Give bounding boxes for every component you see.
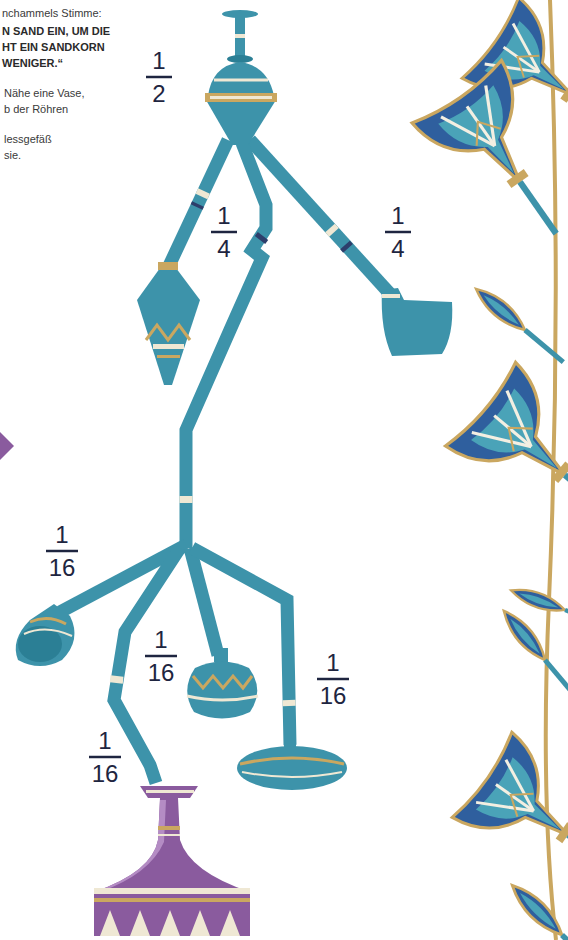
measuring-vessel: [158, 834, 180, 836]
tube-band: [116, 191, 348, 706]
fraction-numerator: 1: [391, 203, 404, 229]
measuring-vessel: [94, 800, 166, 892]
cut-leaf: [0, 432, 14, 460]
scoop-vessel: [382, 294, 400, 298]
round-vase: [187, 662, 257, 719]
fraction-denominator: 16: [49, 555, 76, 581]
fraction-bar: [145, 655, 177, 658]
lotus-decoration: [445, 362, 568, 557]
flat-vase: [237, 738, 347, 790]
measuring-vessel: [100, 910, 240, 936]
scoop-vessel: [382, 288, 453, 356]
fraction-numerator: 1: [98, 728, 111, 754]
lotus-decoration: [412, 60, 568, 265]
measuring-vessel: [94, 898, 250, 902]
fraction-numerator: 1: [326, 650, 339, 676]
fraction-bar: [317, 678, 349, 681]
bell-vase: [30, 618, 66, 624]
tube-band: [180, 496, 193, 503]
measuring-vessel: [158, 826, 180, 830]
round-vase: [193, 676, 252, 688]
fraction-denominator: 16: [92, 761, 119, 787]
measuring-vessel: [140, 786, 198, 798]
flat-vase: [240, 758, 344, 764]
bell-vase: [16, 604, 75, 666]
pendant-vase: [157, 355, 180, 358]
top-vase: [208, 62, 274, 96]
pendant-vase: [137, 262, 200, 385]
instruction-text: sie.: [4, 148, 21, 162]
bell-vase: [16, 604, 75, 666]
lotus-decoration: [412, 0, 568, 940]
lotus-decoration: [452, 732, 568, 912]
fraction-bar: [46, 550, 78, 553]
tube: [186, 143, 266, 548]
tube-band: [202, 191, 205, 196]
tube: [60, 140, 392, 783]
top-vase: [206, 100, 276, 145]
bell-vase: [24, 629, 72, 636]
lotus-decoration: [508, 584, 568, 633]
riddle-text: N SAND EIN, UM DIE: [2, 24, 110, 38]
pendant-vase: [158, 262, 178, 270]
pendant-vase: [153, 344, 184, 349]
instruction-text: b der Röhren: [4, 102, 68, 116]
top-vase: [210, 96, 272, 99]
fraction-bar: [211, 231, 237, 234]
tube-band: [345, 245, 348, 248]
round-vase: [214, 648, 228, 662]
flat-vase: [242, 772, 342, 777]
riddle-text: HT EIN SANDKORN: [2, 40, 105, 54]
pendant-vase: [137, 268, 200, 385]
tube-band: [110, 676, 124, 683]
fraction-denominator: 4: [391, 236, 404, 262]
measuring-vessel: [94, 786, 250, 936]
measuring-vessel: [146, 790, 194, 793]
scoop-vessel: [382, 288, 453, 356]
fraction-bar: [146, 76, 172, 79]
lotus-decoration: [498, 606, 568, 704]
flat-vase: [237, 746, 347, 790]
measuring-vessel: [94, 888, 250, 894]
measuring-vessel: [94, 798, 250, 936]
tube-band: [197, 204, 198, 207]
fraction-bar: [89, 756, 121, 759]
tube-band: [260, 236, 263, 240]
fraction-denominator: 16: [320, 683, 347, 709]
fraction-numerator: 1: [152, 48, 165, 74]
top-vase: [235, 14, 245, 58]
fraction-numerator: 1: [55, 522, 68, 548]
top-vase: [214, 79, 268, 82]
tube-band: [330, 228, 334, 232]
top-vase: [205, 10, 277, 145]
fraction-bar: [46, 77, 411, 757]
top-vase: [205, 93, 277, 102]
fraction-numerator: 1: [217, 203, 230, 229]
fraction-denominator: 4: [217, 236, 230, 262]
fraction-denominator: 2: [152, 81, 165, 107]
lotus-decoration: [471, 283, 568, 369]
tube-band: [283, 700, 296, 706]
instruction-text: Nähe eine Vase,: [4, 86, 85, 100]
riddle-text: WENIGER.“: [2, 56, 63, 70]
round-vase: [187, 648, 258, 719]
fraction-numerator: 1: [154, 627, 167, 653]
pendant-vase: [146, 325, 190, 340]
instruction-text: nchammels Stimme:: [2, 6, 102, 20]
instruction-text: lessgefäß: [4, 132, 52, 146]
round-vase: [187, 696, 258, 700]
top-vase: [235, 34, 245, 38]
lotus-decoration: [506, 879, 568, 940]
fraction-denominator: 16: [148, 660, 175, 686]
fraction-bar: [385, 231, 411, 234]
tube: [114, 548, 180, 783]
top-vase: [227, 55, 253, 63]
